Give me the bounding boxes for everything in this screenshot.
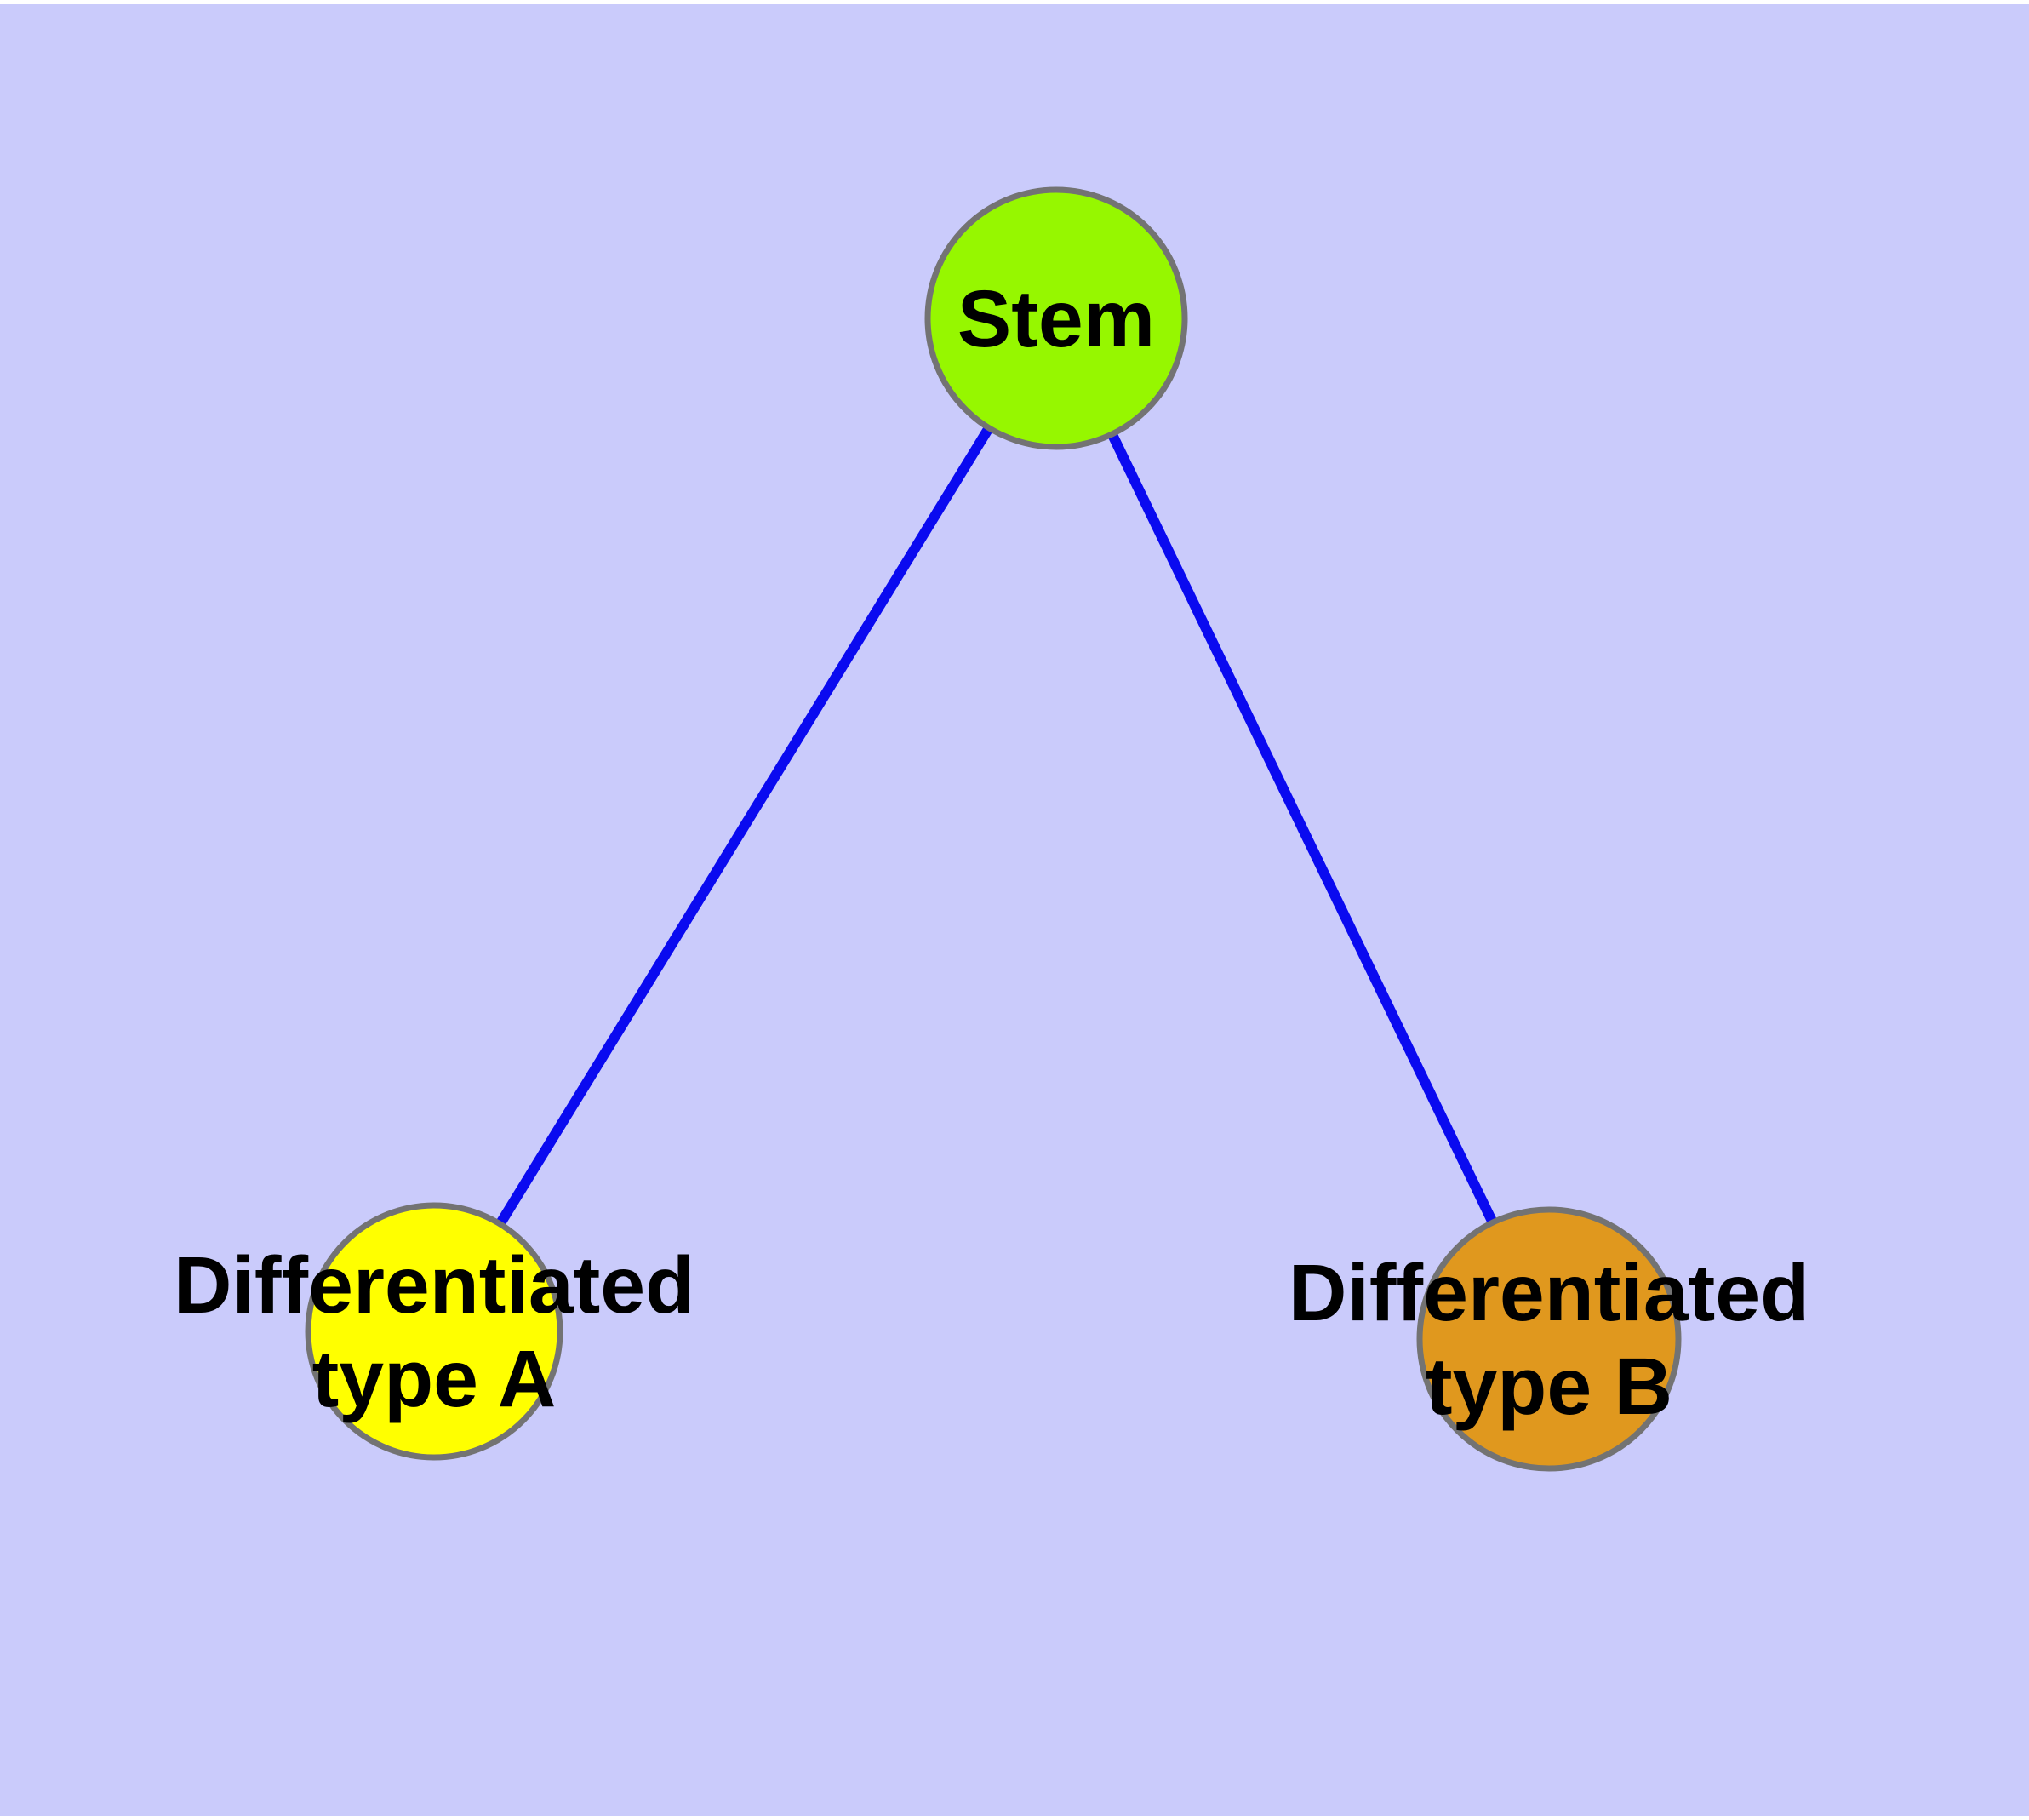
- node-layer: [305, 186, 1682, 1472]
- edge-stem-to-differentiated-type-b: [1051, 316, 1554, 1342]
- node-label-differentiated-type-b-line2: type B: [1426, 1342, 1672, 1432]
- node-stem: [924, 186, 1188, 450]
- edge-stem-to-differentiated-type-a: [429, 315, 1061, 1335]
- node-label-differentiated-type-a-line1: Differentiated: [174, 1240, 694, 1331]
- edge-layer: [429, 315, 1554, 1342]
- node-differentiated-type-b: [1416, 1206, 1682, 1472]
- node-label-stem: Stem: [957, 274, 1155, 364]
- node-differentiated-type-a: [305, 1202, 563, 1461]
- node-label-differentiated-type-a-line2: type A: [312, 1334, 557, 1424]
- node-label-differentiated-type-b-line1: Differentiated: [1289, 1248, 1809, 1338]
